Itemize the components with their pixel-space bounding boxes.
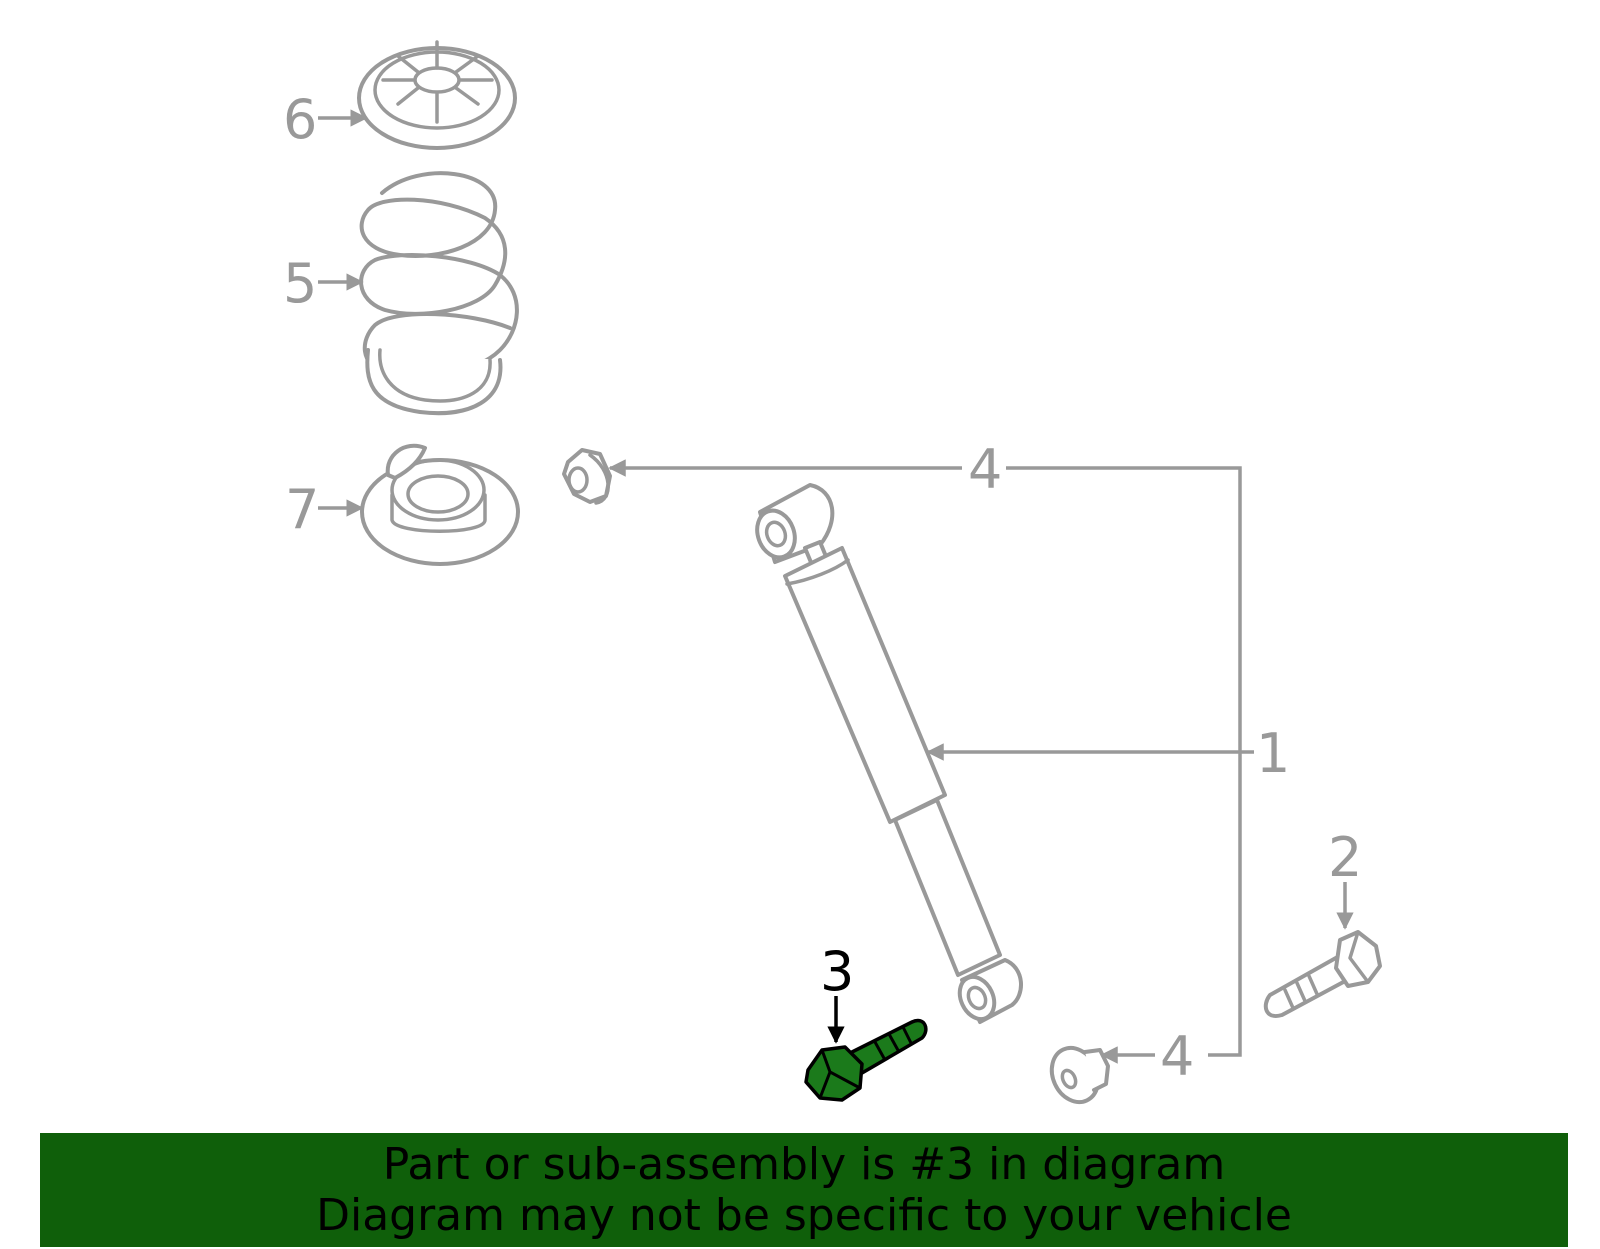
part-7-lower-spring-seat[interactable]: [360, 443, 520, 566]
part-2-bolt[interactable]: [1263, 930, 1382, 1018]
part-1-shock-absorber[interactable]: [751, 483, 1024, 1025]
callout-2: 2: [1328, 826, 1362, 889]
part-4-nut-top[interactable]: [562, 448, 612, 505]
part-5-coil-spring[interactable]: [359, 171, 519, 416]
callout-5: 5: [283, 252, 317, 315]
callout-4-bottom: 4: [1160, 1025, 1194, 1088]
callout-1: 1: [1256, 722, 1290, 785]
banner-line-1: Part or sub-assembly is #3 in diagram: [382, 1139, 1226, 1190]
leader-bracket: [1006, 466, 1242, 1057]
callout-7: 7: [285, 478, 319, 541]
callout-3: 3: [820, 940, 854, 1003]
part-3-bolt-highlighted[interactable]: [804, 1018, 928, 1102]
callout-6: 6: [283, 88, 317, 151]
part-6-spring-seat[interactable]: [357, 40, 517, 150]
banner-line-2: Diagram may not be specific to your vehi…: [316, 1190, 1292, 1241]
callout-4-top: 4: [968, 438, 1002, 501]
callouts: 6 5 7 4 1 2 4 3: [283, 88, 1362, 1088]
info-banner: Part or sub-assembly is #3 in diagram Di…: [40, 1133, 1568, 1247]
leader-lines: [318, 109, 1354, 1064]
part-4-nut-bottom[interactable]: [1043, 1040, 1110, 1109]
